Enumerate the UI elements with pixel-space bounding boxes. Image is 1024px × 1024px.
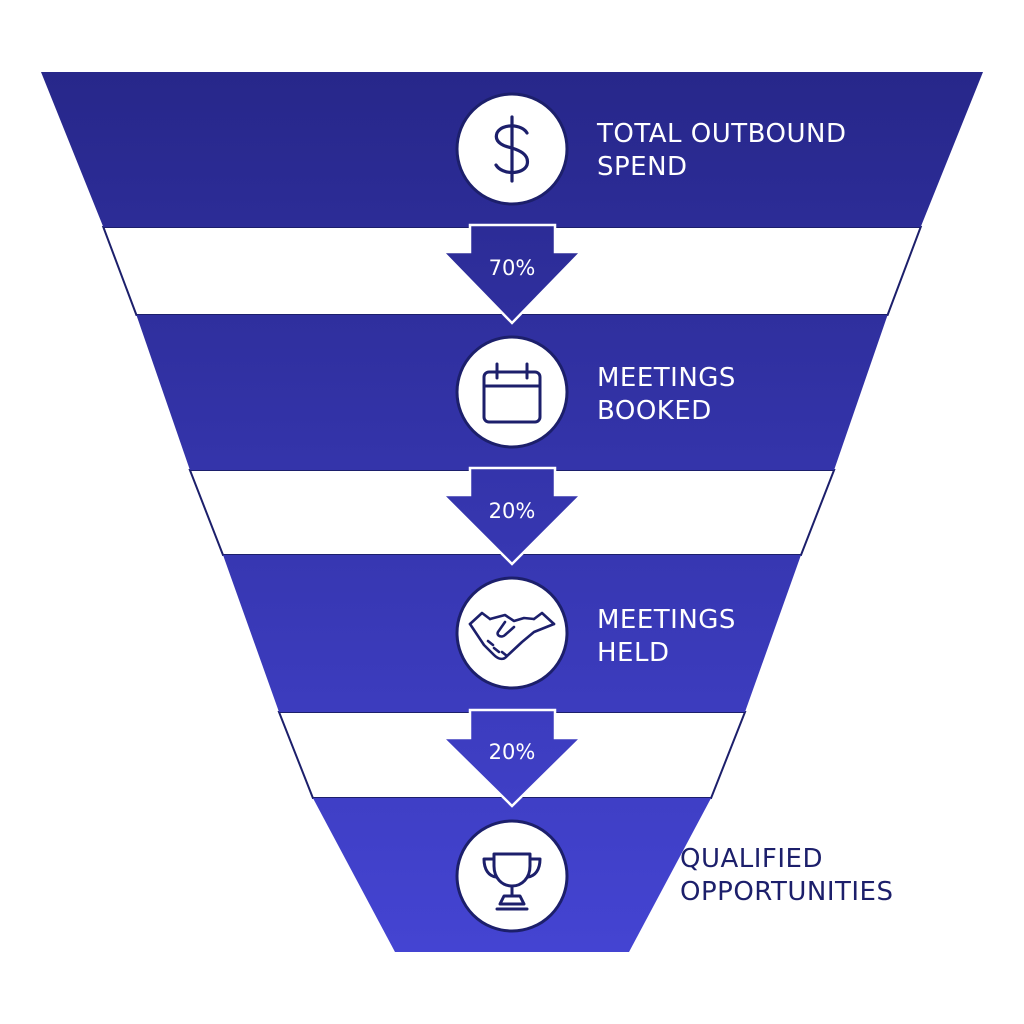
dollar-sign-icon bbox=[494, 115, 530, 183]
stage-label-line2: BOOKED bbox=[597, 396, 712, 426]
conversion-arrow-1 bbox=[440, 223, 584, 325]
calendar-icon bbox=[482, 362, 542, 424]
stage-label-meetings-held: MEETINGS HELD bbox=[597, 604, 736, 670]
stage-circle-2 bbox=[455, 335, 569, 449]
stage-label-meetings-booked: MEETINGS BOOKED bbox=[597, 362, 736, 428]
stage-label-qualified-opportunities: QUALIFIED OPPORTUNITIES bbox=[680, 843, 893, 909]
conversion-rate-2: 20% bbox=[488, 499, 536, 523]
trophy-icon bbox=[482, 852, 542, 911]
conversion-rate-3: 20% bbox=[488, 740, 536, 764]
stage-label-total-outbound-spend: TOTAL OUTBOUND SPEND bbox=[597, 118, 846, 184]
stage-label-line1: MEETINGS bbox=[597, 605, 736, 635]
conversion-arrow-3 bbox=[439, 708, 585, 808]
stage-label-line2: HELD bbox=[597, 638, 670, 668]
stage-circle-3 bbox=[455, 576, 569, 690]
stage-label-line1: TOTAL OUTBOUND bbox=[597, 119, 847, 149]
stage-circle-1 bbox=[455, 92, 569, 206]
stage-label-line1: MEETINGS bbox=[597, 363, 736, 393]
conversion-rate-1: 70% bbox=[488, 256, 536, 280]
stage-circle-4 bbox=[455, 819, 569, 933]
stage-label-line2: OPPORTUNITIES bbox=[680, 877, 894, 907]
stage-label-line1: QUALIFIED bbox=[680, 844, 824, 874]
stage-label-line2: SPEND bbox=[597, 152, 688, 182]
handshake-icon bbox=[468, 611, 556, 661]
conversion-arrow-2 bbox=[439, 466, 585, 566]
